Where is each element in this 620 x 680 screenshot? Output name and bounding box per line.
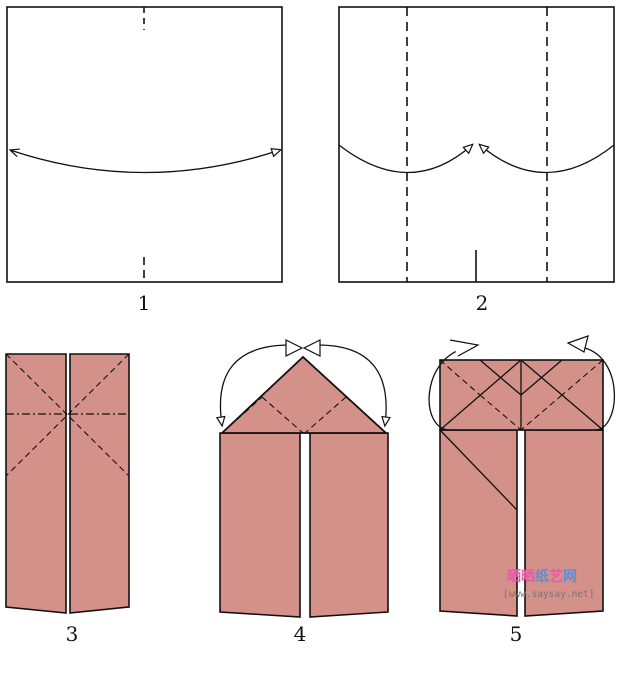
fold-arrow-right bbox=[478, 143, 615, 173]
body-diagonal bbox=[439, 429, 518, 511]
roof-crease bbox=[261, 396, 304, 434]
roof-fold-left bbox=[221, 396, 263, 434]
left-body bbox=[219, 432, 301, 618]
paper-square bbox=[338, 6, 615, 283]
fold-arrow-left bbox=[215, 344, 291, 428]
step-number-5: 5 bbox=[510, 622, 523, 646]
turn-arrow-left-head bbox=[449, 339, 480, 357]
turn-arrow-right-head bbox=[566, 335, 589, 353]
corner-diag-left bbox=[439, 359, 481, 396]
valley-diag-1 bbox=[5, 353, 130, 477]
roof-fold-right bbox=[345, 396, 387, 434]
right-flap bbox=[69, 353, 130, 614]
svg-text:晒晒纸艺网: 晒晒纸艺网 bbox=[507, 568, 577, 585]
corner-diag-right bbox=[561, 359, 604, 396]
watermark-url: [www.saysay.net] bbox=[503, 589, 595, 600]
fold-arrow-right bbox=[317, 344, 391, 428]
dash-left-lower bbox=[479, 394, 522, 431]
paper-square bbox=[6, 6, 283, 283]
bow-tie-symbol bbox=[285, 339, 321, 357]
watermark-char-3: 纸 bbox=[535, 568, 549, 585]
dash-right-lower bbox=[520, 394, 563, 431]
step-5: 5 bbox=[428, 335, 616, 646]
step-3: 3 bbox=[5, 353, 130, 646]
watermark: 晒晒纸艺网 [www.saysay.net] bbox=[503, 568, 595, 600]
turn-arrow-left bbox=[428, 347, 466, 431]
watermark-char-2: 晒 bbox=[521, 569, 535, 585]
step-number-1: 1 bbox=[138, 291, 151, 315]
watermark-char-5: 网 bbox=[563, 569, 577, 585]
roof-triangle bbox=[219, 355, 389, 434]
step-4: 4 bbox=[215, 339, 391, 646]
step-number-3: 3 bbox=[66, 622, 79, 646]
roof-crease-2 bbox=[304, 396, 347, 434]
fold-arrow bbox=[10, 150, 280, 174]
right-body bbox=[309, 432, 389, 618]
watermark-char-4: 艺 bbox=[549, 568, 563, 585]
watermark-char-1: 晒 bbox=[507, 569, 521, 585]
step-number-4: 4 bbox=[294, 622, 307, 646]
step-1: 1 bbox=[6, 6, 283, 315]
valley-diag-2 bbox=[5, 353, 130, 477]
step-2: 2 bbox=[338, 6, 615, 315]
step-number-2: 2 bbox=[476, 291, 489, 315]
fold-arrow-left bbox=[338, 143, 474, 173]
left-flap bbox=[5, 353, 67, 614]
turn-arrow-right bbox=[584, 347, 616, 431]
